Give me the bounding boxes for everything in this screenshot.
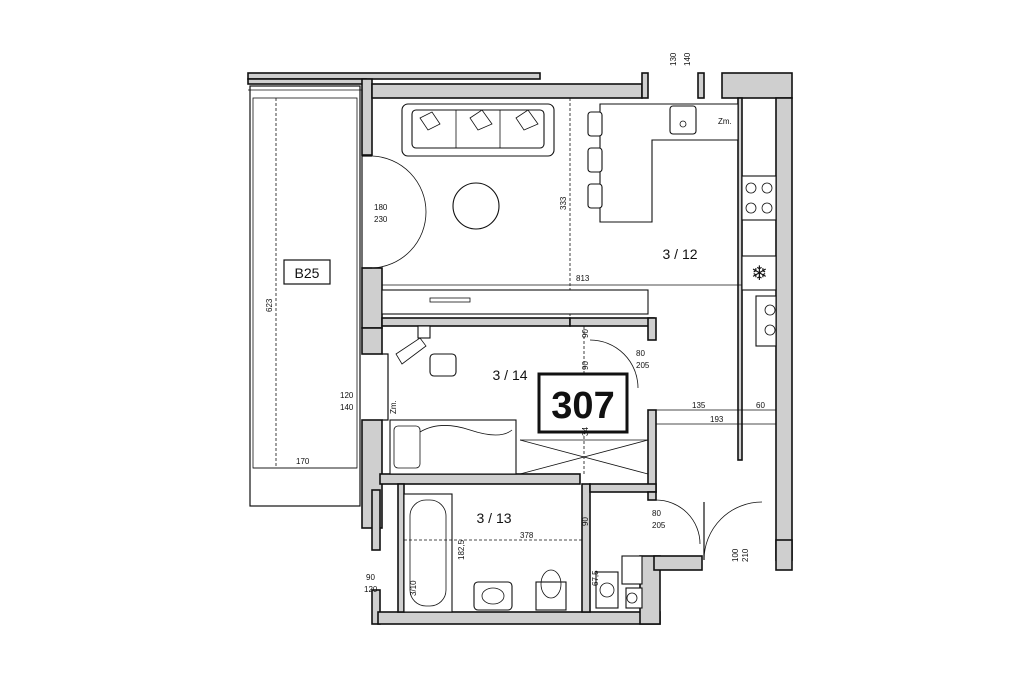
svg-text:❄: ❄ <box>751 263 768 285</box>
bed-note: Zm. <box>389 400 398 414</box>
dim-bath-height: 182,5 <box>457 539 466 560</box>
dim-living-width: 813 <box>576 274 590 283</box>
dim-door-living-b: 230 <box>374 215 388 224</box>
living-door-frame <box>361 155 372 269</box>
living-door-swing-top <box>371 155 427 213</box>
round-table <box>452 182 500 230</box>
balcony <box>248 83 362 507</box>
dim-bath-window-b: 120 <box>364 585 378 594</box>
dim-small-e: 3/10 <box>409 580 418 596</box>
kitchen-note: Zm. <box>718 117 732 126</box>
dim-door-living-a: 180 <box>374 203 388 212</box>
dim-bedroom-door-a: 80 <box>636 349 645 358</box>
wash-basin <box>473 581 513 611</box>
hall <box>655 409 776 561</box>
dim-bath-small: 90 <box>581 517 590 526</box>
cooktop <box>741 175 777 221</box>
dim-hall-b: 193 <box>710 415 724 424</box>
dim-bath-door-a: 80 <box>652 509 661 518</box>
room-label-bedroom: 3 / 14 <box>492 367 527 383</box>
entry-door-swing <box>703 501 763 561</box>
dim-bath-door-b: 205 <box>652 521 666 530</box>
chair <box>429 353 457 377</box>
living-door-swing-bottom <box>371 211 427 269</box>
dim-window-top-b: 140 <box>683 52 692 66</box>
dim-entry-door-a: 100 <box>731 548 740 562</box>
bed <box>389 419 517 475</box>
kitchen-sink <box>669 105 697 135</box>
dim-living-height: 333 <box>559 196 568 210</box>
boiler <box>595 571 619 609</box>
kitchen: ❄ <box>587 98 777 460</box>
dim-small-b: 90 <box>581 361 590 370</box>
bedroom <box>382 325 649 475</box>
balcony-label-box <box>283 259 331 285</box>
dim-bedroom-window-a: 120 <box>340 391 354 400</box>
room-label-bathroom: 3 / 13 <box>476 510 511 526</box>
dim-hall-a: 135 <box>692 401 706 410</box>
bath-door-swing <box>655 499 701 545</box>
room-label-living: 3 / 12 <box>662 246 697 262</box>
dim-window-top-a: 130 <box>669 52 678 66</box>
dim-bath-width: 378 <box>520 531 534 540</box>
bathtub <box>403 493 453 613</box>
sofa <box>401 103 555 157</box>
unit-number-box <box>537 372 629 434</box>
dim-small-a: 67,5 <box>591 570 600 586</box>
outer-walls <box>247 72 793 625</box>
interior-walls <box>379 97 743 613</box>
dim-small-c: 34 <box>581 427 590 436</box>
desk <box>395 337 427 365</box>
toilet <box>535 581 567 611</box>
bathroom <box>403 493 643 613</box>
dim-small-d: 90 <box>581 329 590 338</box>
dim-balcony-length: 623 <box>265 298 274 312</box>
dim-bedroom-door-b: 205 <box>636 361 650 370</box>
bedroom-door-swing <box>589 339 639 389</box>
room-label-balcony: B25 <box>295 265 320 281</box>
washer <box>755 295 777 347</box>
wardrobe <box>381 289 649 315</box>
dim-hall-c: 60 <box>756 401 765 410</box>
dim-entry-door-b: 210 <box>741 548 750 562</box>
dim-balcony-width: 170 <box>296 457 310 466</box>
dim-bedroom-window-b: 140 <box>340 403 354 412</box>
unit-number: 307 <box>551 385 614 427</box>
dim-bath-window-a: 90 <box>366 573 375 582</box>
